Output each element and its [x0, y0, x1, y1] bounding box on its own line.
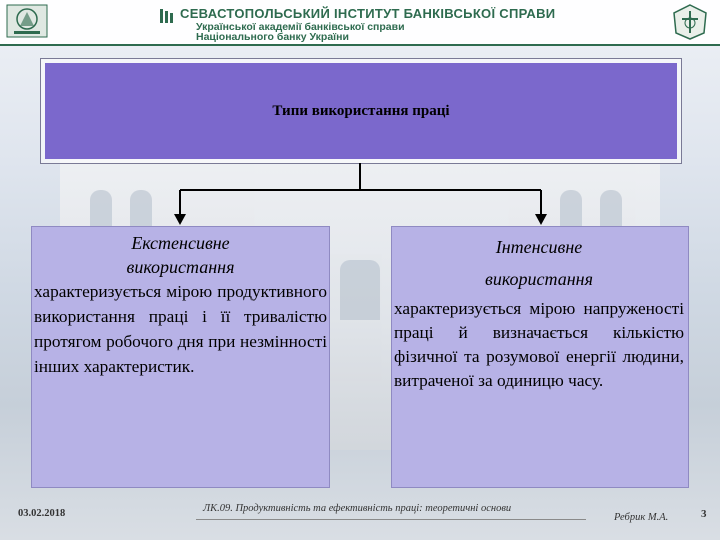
- intensive-use-node: Інтенсивне використання характеризується…: [391, 226, 689, 488]
- header-subtitle-line1: Української академії банківської справи: [196, 21, 405, 33]
- bank-emblem-icon: [160, 9, 173, 23]
- footer-date: 03.02.2018: [18, 508, 66, 519]
- extensive-use-node: Екстенсивне використання характеризуєтьс…: [31, 226, 330, 488]
- institute-logo-icon: [6, 4, 48, 38]
- slide-header: СЕВАСТОПОЛЬСЬКИЙ ІНСТИТУТ БАНКІВСЬКОЇ СП…: [0, 0, 720, 46]
- extensive-title-line1: Екстенсивне: [131, 233, 230, 253]
- header-subtitle-line2: Національного банку України: [196, 31, 349, 43]
- intensive-title-line2: використання: [485, 269, 593, 289]
- footer-author: Ребрик М.А.: [614, 512, 669, 523]
- root-node-title: Типи використання праці: [272, 102, 450, 119]
- footer-divider: [196, 519, 586, 520]
- header-title: СЕВАСТОПОЛЬСЬКИЙ ІНСТИТУТ БАНКІВСЬКОЇ СП…: [180, 6, 556, 21]
- coat-of-arms-icon: [673, 4, 707, 40]
- intensive-title-line1: Інтенсивне: [495, 237, 583, 257]
- extensive-title-line2: використання: [126, 257, 235, 277]
- root-node: Типи використання праці: [40, 58, 682, 164]
- intensive-description: характеризується мірою напруженості прац…: [394, 299, 684, 390]
- footer-caption: ЛК.09. Продуктивність та ефективність пр…: [203, 503, 512, 514]
- root-node-fill: Типи використання праці: [45, 63, 677, 159]
- page-number: 3: [701, 508, 707, 520]
- extensive-description: характеризується мірою продуктивного вик…: [34, 282, 327, 376]
